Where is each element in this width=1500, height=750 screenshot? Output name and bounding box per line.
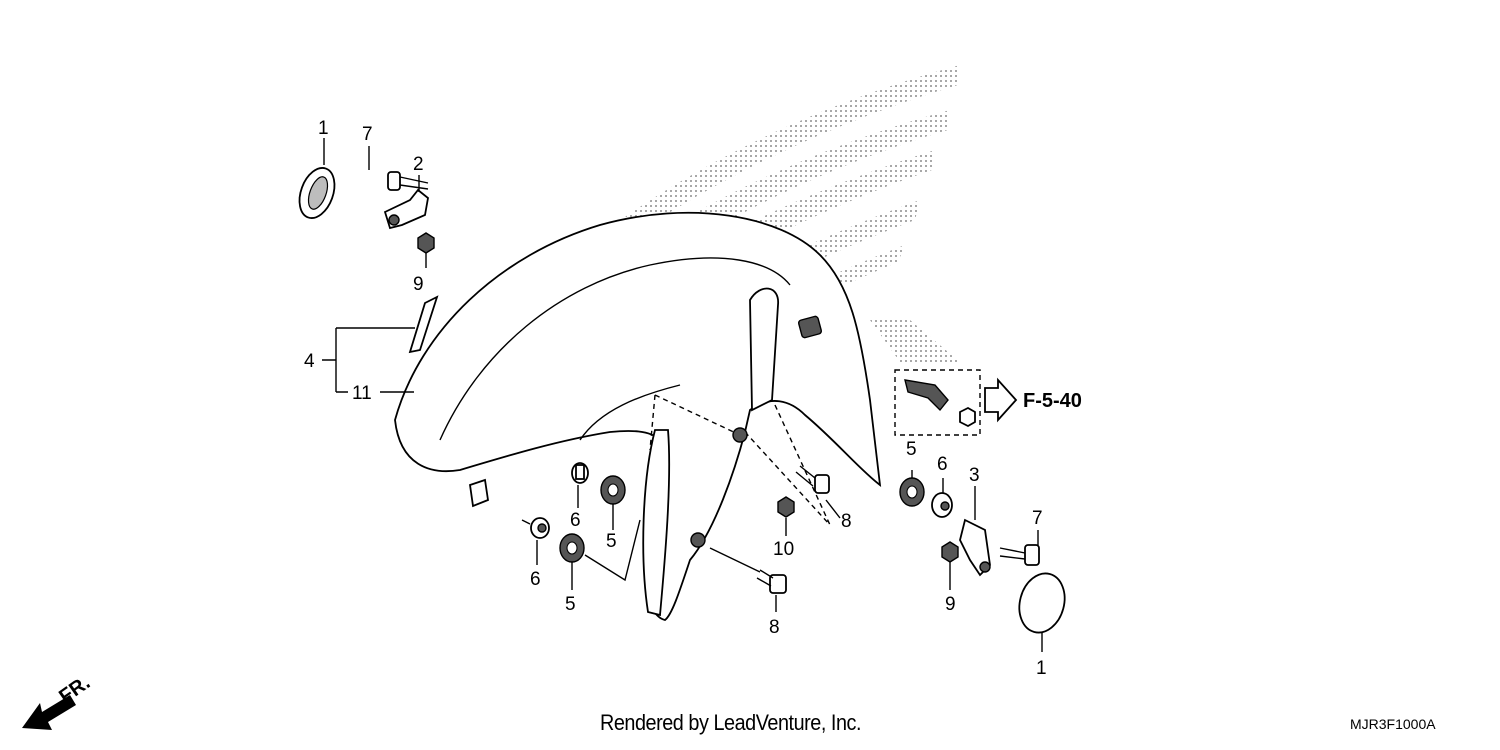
rubber-left-upper	[600, 475, 626, 505]
bolt-8-lower	[756, 569, 787, 594]
callout-5-right: 5	[906, 439, 917, 460]
callout-3: 3	[969, 465, 980, 486]
bracket-upper	[383, 188, 429, 230]
callout-5-left-upper: 5	[606, 531, 617, 552]
nut-center	[777, 496, 795, 518]
bolt-8-upper	[795, 465, 830, 494]
reflector-upper	[298, 167, 336, 219]
collar-right	[931, 492, 953, 518]
collar-left-upper	[571, 462, 589, 484]
callout-7-upper: 7	[362, 124, 373, 145]
rubber-right	[899, 477, 925, 507]
callout-2: 2	[413, 154, 424, 175]
diagram-code: MJR3F1000A	[1350, 716, 1436, 732]
callout-7-lower: 7	[1032, 508, 1043, 529]
callout-6-left-lower: 6	[530, 569, 541, 590]
callout-9-lower: 9	[945, 594, 956, 615]
collar-left-lower	[530, 517, 550, 539]
reference-label: F-5-40	[1023, 390, 1082, 412]
rubber-left-lower	[559, 533, 585, 563]
callout-8-lower: 8	[769, 617, 780, 638]
bracket-lower	[959, 518, 991, 577]
callout-1-lower: 1	[1036, 658, 1047, 679]
front-fender	[394, 211, 882, 621]
nut-upper	[417, 232, 435, 254]
nut-lower	[941, 541, 959, 563]
bolt-upper	[387, 171, 429, 191]
callout-6-left-upper: 6	[570, 510, 581, 531]
footer-credit: Rendered by LeadVenture, Inc.	[600, 710, 862, 735]
reflector-lower	[1018, 572, 1066, 634]
reference-box	[894, 369, 981, 436]
callout-10: 10	[773, 539, 794, 560]
callout-9-upper: 9	[413, 274, 424, 295]
callout-5-left-lower: 5	[565, 594, 576, 615]
reference-arrow-icon	[984, 377, 1018, 423]
callout-4: 4	[304, 351, 315, 372]
stripe-decal	[408, 295, 439, 354]
callout-8-right: 8	[841, 511, 852, 532]
bolt-lower	[999, 544, 1040, 566]
front-direction-arrow-icon	[22, 695, 76, 730]
callout-11: 11	[352, 383, 372, 404]
callout-1-upper: 1	[318, 118, 329, 139]
callout-6-right: 6	[937, 454, 948, 475]
